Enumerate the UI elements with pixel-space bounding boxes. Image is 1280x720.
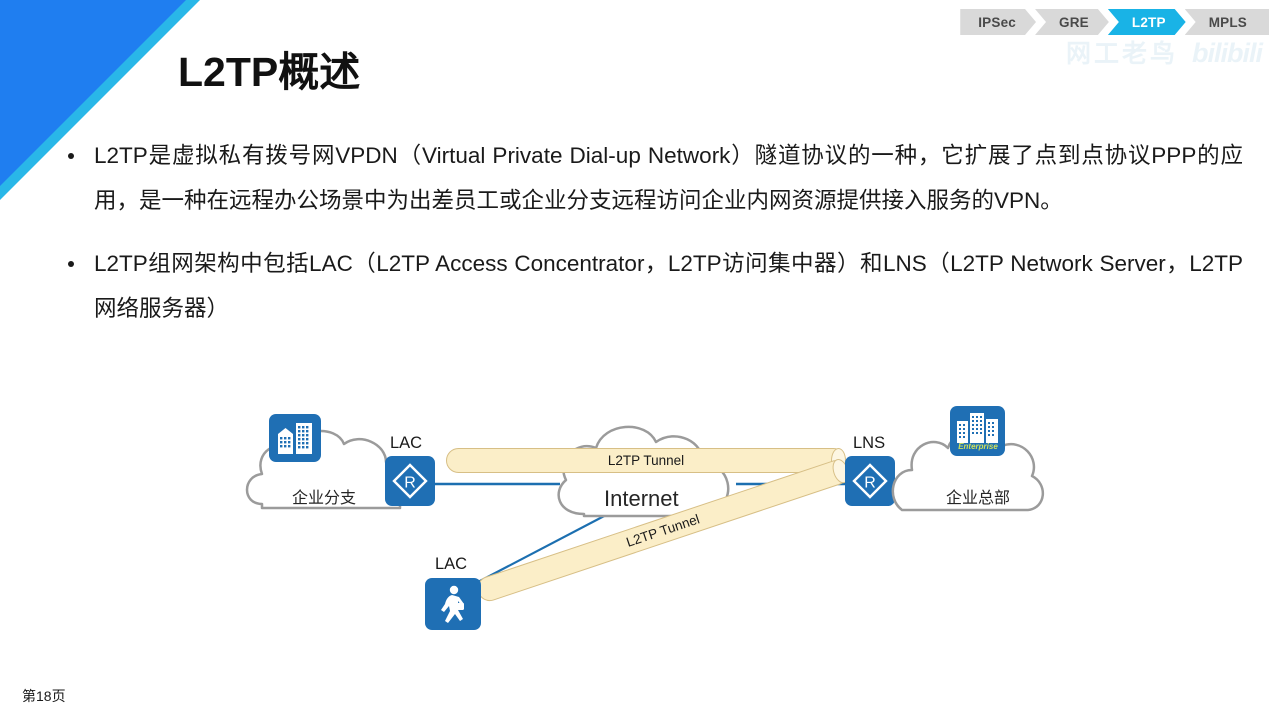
bullet-item: L2TP是虚拟私有拨号网VPDN（Virtual Private Dial-up… <box>58 133 1243 223</box>
lac-mobile-icon <box>425 578 481 630</box>
lac-mobile-label: LAC <box>435 555 468 573</box>
lns-router-icon: R <box>845 456 895 506</box>
lac-router-label: LAC <box>390 434 423 452</box>
hq-building-caption: Enterprise <box>958 442 998 451</box>
lac-router-icon: R <box>385 456 435 506</box>
tunnel-top-label: L2TP Tunnel <box>607 453 685 468</box>
breadcrumb-item-ipsec[interactable]: IPSec <box>960 9 1036 35</box>
branch-building-icon <box>269 414 321 462</box>
breadcrumb-label: L2TP <box>1131 14 1166 30</box>
hq-building-icon: Enterprise <box>950 406 1005 456</box>
lns-router-label: LNS <box>853 434 886 452</box>
body-content: L2TP是虚拟私有拨号网VPDN（Virtual Private Dial-up… <box>58 133 1243 349</box>
svg-text:R: R <box>404 475 416 492</box>
page-title: L2TP概述 <box>178 49 361 95</box>
watermark-author: 网工老鸟 <box>1065 40 1178 68</box>
breadcrumb-item-gre[interactable]: GRE <box>1035 9 1109 35</box>
breadcrumb-item-l2tp[interactable]: L2TP <box>1108 9 1186 35</box>
svg-text:R: R <box>864 475 876 492</box>
network-diagram: 企业分支 LAC <box>0 392 1280 657</box>
breadcrumb-item-mpls[interactable]: MPLS <box>1184 9 1269 35</box>
breadcrumb-label: GRE <box>1059 14 1089 30</box>
hq-cloud-label: 企业总部 <box>946 490 1011 507</box>
internet-cloud-label: Internet <box>604 486 679 511</box>
breadcrumb-label: MPLS <box>1208 14 1247 30</box>
watermark-brand: bilibili <box>1192 38 1263 68</box>
watermark: 网工老鸟 bilibili <box>1065 34 1263 70</box>
page-number: 第18页 <box>22 688 66 704</box>
breadcrumb-label: IPSec <box>978 14 1017 30</box>
branch-cloud-label: 企业分支 <box>292 490 357 507</box>
tunnel-top: L2TP Tunnel <box>446 448 846 473</box>
bullet-item: L2TP组网架构中包括LAC（L2TP Access Concentrator，… <box>58 241 1243 331</box>
breadcrumb: IPSec GRE L2TP MPLS <box>960 9 1269 35</box>
